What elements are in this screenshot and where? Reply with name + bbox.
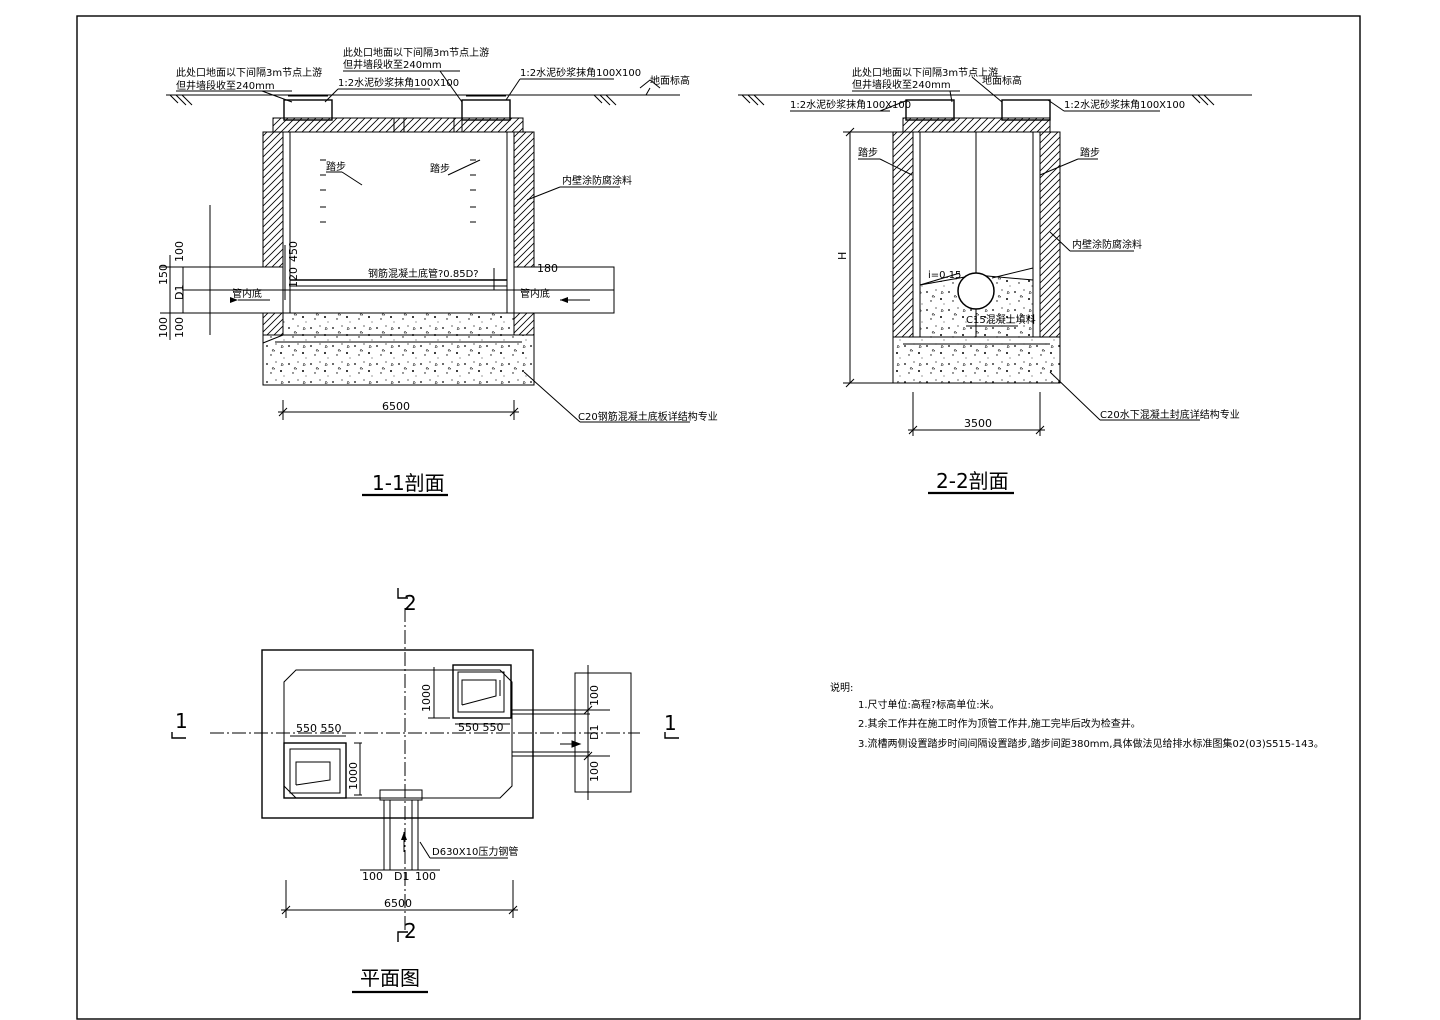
access-shaft-left [283,99,333,121]
pipe-note-plan: D630X10压力钢管 [432,845,518,858]
pipe-note: 钢筋混凝土底管?0.85D? [368,267,479,280]
dim-450: 450 [287,241,300,262]
dim-100-right-top: 100 [588,685,601,706]
note-item-1: 1.尺寸单位:高程?标高单位:米。 [858,698,1000,711]
inner-note-2: 内壁涂防腐涂料 [1072,238,1142,251]
inner-liner-right [506,131,515,314]
width-dimension [278,400,519,420]
cover-note-b: 但井墙段收至240mm [176,79,275,92]
cover-note-b-center: 但井墙段收至240mm [343,58,442,71]
step-right-2: 踏步 [1080,146,1100,159]
note-item-2: 2.其余工作井在施工时作为顶管工作井,施工完毕后改为检查井。 [858,717,1141,730]
fill-note: C15混凝土填料 [966,313,1036,326]
plan-outer [261,649,534,819]
width-2-2: 3500 [964,417,992,430]
cut-2-top: 2 [404,591,417,615]
section-2-2-title: 2-2剖面 [936,469,1009,493]
dim-d1-bottom: D1 [394,870,409,883]
left-wall-lower [262,312,284,336]
width-plan: 6500 [384,897,412,910]
right-wall-lower [513,312,535,336]
note-item-3: 3.流槽两侧设置踏步时间间隔设置踏步,踏步间距380mm,具体做法见给排水标准图… [858,737,1324,750]
plan-view: 2 2 1 1 100 D1 100 [171,588,679,994]
left-dimension-chain [160,205,286,340]
notes-heading: 说明: [830,681,853,694]
inner-note: 内壁涂防腐涂料 [562,174,632,187]
water-marks [320,159,476,223]
left-wall [262,131,284,268]
base-slab-2 [892,336,1061,384]
base-note: C20钢筋混凝土底板详结构专业 [578,410,718,423]
mortar-note-center: 1:2水泥砂浆抹角100X100 [338,76,459,89]
mortar-left-2: 1:2水泥砂浆抹角100X100 [790,98,911,111]
bottom-fill [282,312,515,336]
dim-d1: D1 [173,285,186,300]
ground-label-2: 地面标高 [982,74,1022,87]
drawing-frame [76,15,1361,1020]
cover-note-a: 此处口地面以下间隔3m节点上游 [176,66,322,79]
base-note-2: C20水下混凝土封底详结构专业 [1100,408,1240,421]
dim-100-left: 100 [173,317,186,338]
ground-marker [639,79,661,96]
pipe-1-1 [182,266,615,314]
step-right: 踏步 [430,162,450,175]
access-shaft-right [461,99,511,121]
width-1-1: 6500 [382,400,410,413]
roof-slab [272,117,524,133]
cut-1-left: 1 [175,709,188,733]
cover-note-b-2: 但井墙段收至240mm [852,78,951,91]
dim-100-bottom: 100 [157,317,170,338]
dim-550-lower: 550 550 [296,722,342,735]
section-1-1-title: 1-1剖面 [372,471,445,495]
dim-1000-lower: 1000 [347,762,360,790]
mortar-note-right: 1:2水泥砂浆抹角100X100 [520,66,641,79]
cut-1-right: 1 [664,711,677,735]
dim-100-top: 100 [173,241,186,262]
right-wall [513,131,535,268]
manhole-box-lower [283,742,347,799]
cut-2-bottom: 2 [404,919,417,943]
cover-note-a-center: 此处口地面以下间隔3m节点上游 [343,46,489,59]
ground-label: 地面标高 [650,74,690,87]
step-left-2: 踏步 [858,146,878,159]
dim-100-bottom-right: 100 [415,870,436,883]
ground-symbol-left [169,94,617,106]
section-2-2: H 此处口地面以下间隔3m节点上游 但井墙段收至240mm 地面标高 1:2水泥… [738,66,1252,495]
dim-550-upper: 550 550 [458,721,504,734]
dim-100-bottom-left: 100 [362,870,383,883]
pipe-circle [957,272,995,310]
dim-150: 150 [157,264,170,285]
plan-title: 平面图 [360,966,420,990]
section-1-1: 100 150 D1 100 100 120 450 180 钢筋混凝土底管?0… [157,46,718,497]
general-notes: 说明: 1.尺寸单位:高程?标高单位:米。 2.其余工作井在施工时作为顶管工作井… [830,681,1324,750]
flow-left: 管内底 [232,287,262,300]
dim-d1-right: D1 [588,725,601,740]
height-h: H [836,252,849,260]
flow-right: 管内底 [520,287,550,300]
cover-note-a-2: 此处口地面以下间隔3m节点上游 [852,66,998,79]
slope-label: i=0.15 [928,270,961,281]
dim-1000-upper: 1000 [420,684,433,712]
dim-120: 120 [287,267,300,288]
dim-100-right-bottom: 100 [588,761,601,782]
manhole-box-upper [452,664,512,719]
mortar-right-2: 1:2水泥砂浆抹角100X100 [1064,98,1185,111]
base-slab [262,334,535,386]
step-left: 踏步 [326,160,346,173]
dim-180: 180 [537,262,558,275]
